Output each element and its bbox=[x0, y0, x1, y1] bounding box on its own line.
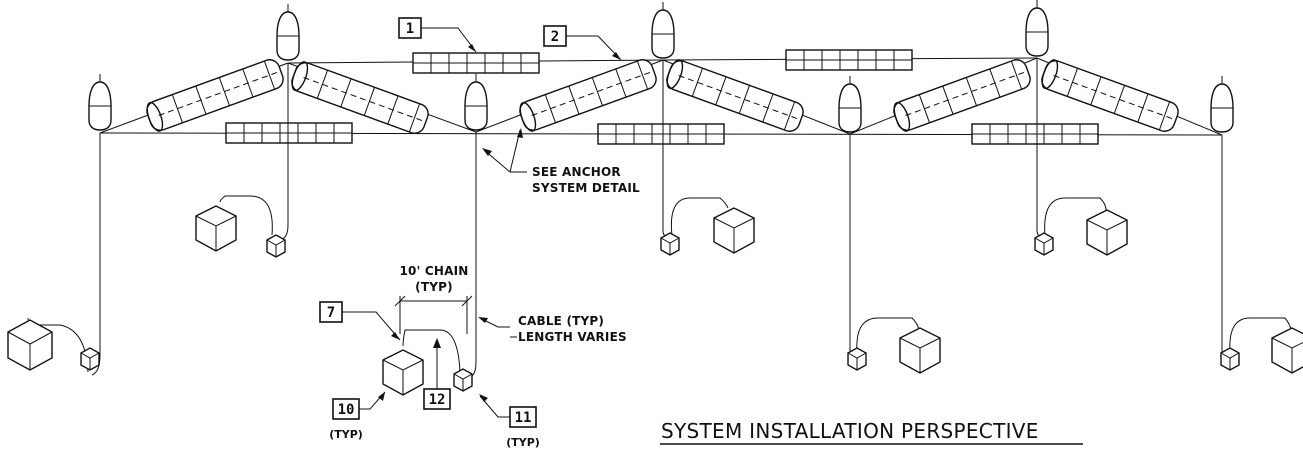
large-anchor-blocks bbox=[7, 205, 1303, 396]
anchor-system-note: SEE ANCHOR SYSTEM DETAIL bbox=[482, 128, 640, 195]
callout-1: 1 bbox=[398, 17, 477, 53]
cable-5 bbox=[849, 134, 859, 357]
buoy-3 bbox=[464, 74, 488, 131]
buoy-5 bbox=[838, 76, 862, 133]
chain-4 bbox=[670, 197, 729, 237]
callout-10: 10 (TYP) bbox=[329, 391, 386, 441]
anchor-chains bbox=[27, 195, 1292, 373]
anchor-cables bbox=[91, 58, 1231, 379]
callout-11: 11 (TYP) bbox=[479, 394, 540, 449]
large-block-3 bbox=[382, 349, 424, 396]
small-block-4 bbox=[660, 232, 680, 256]
callout-12: 12 bbox=[423, 338, 451, 410]
rect-barrier-4 bbox=[597, 123, 725, 145]
callout-11-typ: (TYP) bbox=[506, 436, 540, 449]
buoy-6 bbox=[1025, 0, 1049, 57]
large-block-6 bbox=[1086, 209, 1128, 256]
chain-dimension: 10' CHAIN (TYP) bbox=[394, 264, 473, 334]
callout-7: 7 bbox=[319, 301, 401, 341]
small-block-1 bbox=[80, 347, 100, 371]
cable-7 bbox=[1221, 135, 1231, 357]
cylinder-barrier-4 bbox=[666, 59, 804, 132]
title-text: SYSTEM INSTALLATION PERSPECTIVE bbox=[661, 419, 1039, 443]
chain-7 bbox=[1229, 317, 1292, 353]
chain-1 bbox=[27, 317, 89, 373]
callouts: 1 2 7 10 (TYP) 12 bbox=[319, 17, 622, 449]
chain-label-line2: (TYP) bbox=[415, 280, 453, 294]
cable-label-line2: LENGTH VARIES bbox=[518, 330, 627, 344]
large-block-4 bbox=[713, 207, 755, 254]
chain-6 bbox=[1044, 197, 1107, 237]
small-anchor-blocks bbox=[80, 232, 1240, 392]
buoy-7 bbox=[1210, 76, 1234, 133]
anchor-note-line2: SYSTEM DETAIL bbox=[532, 181, 640, 195]
small-block-6 bbox=[1034, 232, 1054, 256]
cylinder-barrier-6 bbox=[1041, 59, 1179, 132]
rect-barrier-2 bbox=[785, 49, 913, 71]
cable-3 bbox=[463, 132, 477, 379]
cylinder-barrier-2 bbox=[291, 61, 429, 134]
rect-barrier-5 bbox=[971, 123, 1099, 145]
rect-barrier-1 bbox=[412, 52, 540, 74]
rect-barrier-sections bbox=[225, 49, 1099, 145]
cylinder-barrier-3 bbox=[519, 59, 657, 132]
anchor-note-line1: SEE ANCHOR bbox=[532, 165, 621, 179]
callout-10-typ: (TYP) bbox=[329, 428, 363, 441]
callout-2-label: 2 bbox=[551, 29, 559, 45]
large-block-2 bbox=[195, 205, 237, 252]
chain-label-line1: 10' CHAIN bbox=[400, 264, 469, 278]
callout-7-label: 7 bbox=[327, 305, 335, 321]
small-block-5 bbox=[847, 347, 867, 371]
small-block-7 bbox=[1220, 347, 1240, 371]
diagram-title: SYSTEM INSTALLATION PERSPECTIVE bbox=[660, 419, 1083, 445]
callout-1-label: 1 bbox=[406, 21, 414, 37]
cable-2 bbox=[277, 63, 289, 241]
chain-5 bbox=[856, 317, 920, 353]
cylinder-barrier-sections bbox=[146, 59, 1179, 134]
buoys bbox=[88, 0, 1234, 133]
rect-barrier-3 bbox=[225, 122, 353, 144]
callout-12-label: 12 bbox=[429, 392, 446, 408]
cable-label-line1: CABLE (TYP) bbox=[518, 314, 604, 328]
large-block-7 bbox=[1271, 327, 1303, 374]
cable-1 bbox=[91, 133, 101, 376]
chain-2 bbox=[219, 195, 273, 236]
small-block-2 bbox=[266, 234, 286, 258]
chain-3 bbox=[402, 329, 461, 373]
cable-annotation: CABLE (TYP) LENGTH VARIES bbox=[478, 314, 627, 344]
callout-10-label: 10 bbox=[338, 402, 355, 418]
large-block-5 bbox=[899, 327, 941, 374]
buoy-1 bbox=[88, 74, 112, 131]
buoy-4 bbox=[651, 2, 675, 59]
large-block-1 bbox=[7, 319, 53, 371]
callout-2: 2 bbox=[543, 25, 622, 61]
callout-11-label: 11 bbox=[515, 410, 532, 426]
small-block-3 bbox=[453, 368, 473, 392]
cylinder-barrier-5 bbox=[893, 59, 1031, 132]
buoy-2 bbox=[276, 4, 300, 61]
cylinder-barrier-1 bbox=[146, 59, 284, 132]
